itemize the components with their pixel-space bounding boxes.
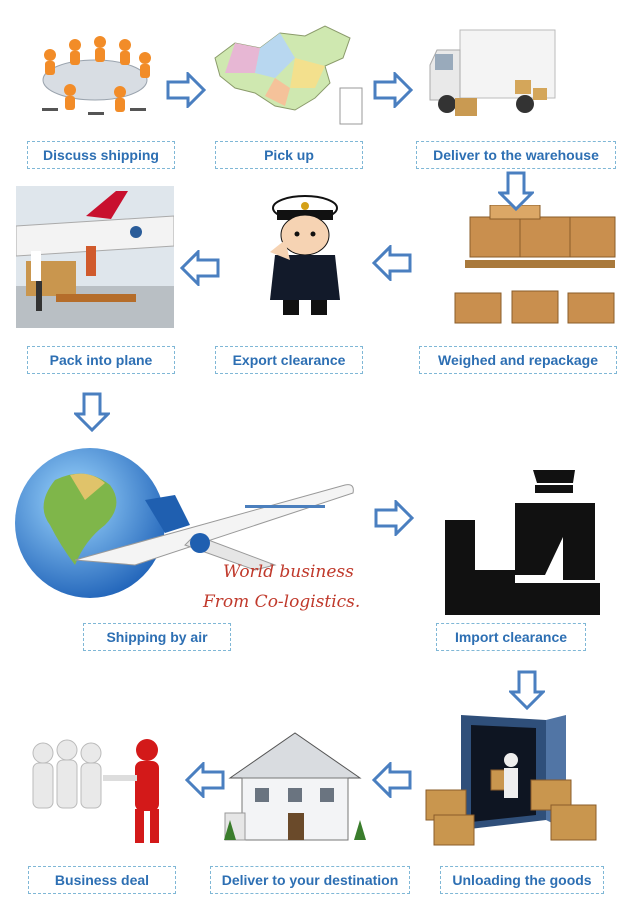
import-clearance-icon xyxy=(445,470,600,615)
arrow-right-icon xyxy=(373,72,413,108)
stacked-boxes-image xyxy=(454,205,616,324)
customs-officer-image xyxy=(270,195,340,315)
step-label-discuss-shipping: Discuss shipping xyxy=(27,141,175,169)
step-label-unloading-goods: Unloading the goods xyxy=(440,866,604,894)
arrow-right-icon xyxy=(166,72,206,108)
airplane-loading-image xyxy=(16,186,174,328)
step-label-business-deal: Business deal xyxy=(28,866,176,894)
arrow-left-icon xyxy=(185,762,225,798)
arrow-right-icon xyxy=(374,500,415,536)
container-unloading-image xyxy=(425,715,597,846)
step-label-weighed-repackage: Weighed and repackage xyxy=(419,346,617,374)
slogan-line-1: World business xyxy=(223,562,354,582)
globe-airplane-image xyxy=(15,448,354,598)
arrow-left-icon xyxy=(372,762,412,798)
arrow-down-icon xyxy=(74,392,110,432)
step-label-pick-up: Pick up xyxy=(215,141,363,169)
slogan-line-2: From Co-logistics. xyxy=(203,592,361,612)
china-map-image xyxy=(214,25,363,125)
step-label-deliver-warehouse: Deliver to the warehouse xyxy=(416,141,616,169)
arrow-down-icon xyxy=(509,670,545,710)
meeting-table-image xyxy=(42,36,151,115)
step-label-deliver-destination: Deliver to your destination xyxy=(210,866,410,894)
delivery-truck-image xyxy=(429,29,556,116)
step-label-export-clearance: Export clearance xyxy=(215,346,363,374)
step-label-import-clearance: Import clearance xyxy=(436,623,586,651)
step-label-shipping-by-air: Shipping by air xyxy=(83,623,231,651)
business-handshake-image xyxy=(32,739,159,843)
arrow-left-icon xyxy=(372,245,412,281)
step-label-pack-into-plane: Pack into plane xyxy=(27,346,175,374)
arrow-down-icon xyxy=(498,171,534,211)
house-image xyxy=(224,732,366,841)
arrow-left-icon xyxy=(180,250,220,286)
